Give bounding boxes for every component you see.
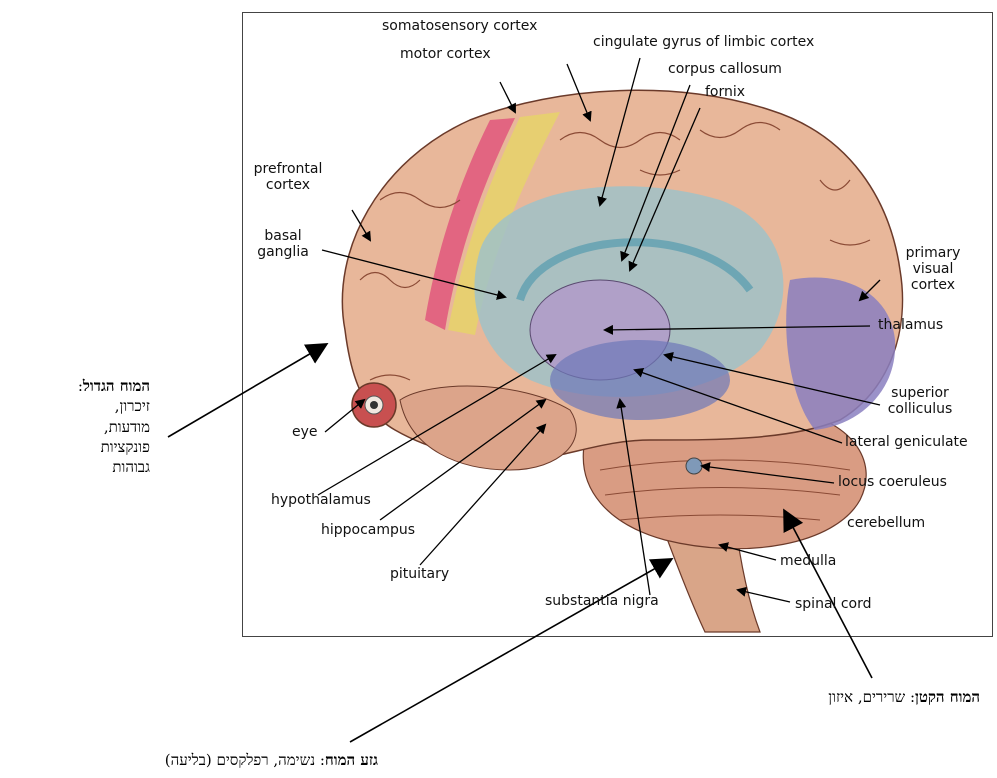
label-prefrontal-cortex: prefrontal cortex [247, 161, 329, 193]
label-basal-ganglia: basal ganglia [253, 228, 313, 260]
label-motor-cortex: motor cortex [400, 46, 491, 62]
label-substantia-nigra: substantia nigra [545, 593, 659, 609]
annotation-cerebrum-line: גבוהות [20, 457, 150, 477]
label-lateral-geniculate: lateral geniculate [845, 434, 968, 450]
label-superior-colliculus: superior colliculus [882, 385, 958, 417]
deep-structures-region [550, 340, 730, 420]
annotation-cerebrum-line: פונקציות [20, 437, 150, 457]
label-hippocampus: hippocampus [321, 522, 415, 538]
annotation-brainstem-title: גזע המוח [325, 751, 378, 769]
label-hypothalamus: hypothalamus [271, 492, 371, 508]
label-medulla: medulla [780, 553, 836, 569]
annotation-cerebellum-title: המוח הקטן [915, 688, 980, 706]
label-cerebellum: cerebellum [847, 515, 925, 531]
label-primary-visual-cortex: primary visual cortex [900, 245, 966, 293]
label-eye: eye [292, 424, 318, 440]
annotation-cerebellum: המוח הקטן: שרירים, איזון [700, 687, 980, 707]
annotation-brainstem-text: : נשימה, רפלקסים (בליעה) [165, 751, 325, 769]
label-corpus-callosum: corpus callosum [668, 61, 782, 77]
annotation-cerebellum-text: : שרירים, איזון [828, 688, 915, 706]
annotation-cerebrum-title: המוח הגדול [83, 377, 150, 395]
label-fornix: fornix [705, 84, 745, 100]
label-pituitary: pituitary [390, 566, 449, 582]
label-thalamus: thalamus [878, 317, 943, 333]
annotation-cerebrum: המוח הגדול: זיכרון, מודעות, פונקציות גבו… [20, 376, 150, 477]
annotation-brainstem: גזע המוח: נשימה, רפלקסים (בליעה) [80, 750, 378, 770]
label-somatosensory-cortex: somatosensory cortex [382, 18, 537, 34]
locus-coeruleus-dot [686, 458, 702, 474]
annotation-cerebrum-line: זיכרון, [20, 396, 150, 416]
label-spinal-cord: spinal cord [795, 596, 872, 612]
annotation-cerebrum-line: מודעות, [20, 417, 150, 437]
label-cingulate-gyrus: cingulate gyrus of limbic cortex [593, 34, 814, 50]
label-locus-coeruleus: locus coeruleus [838, 474, 947, 490]
